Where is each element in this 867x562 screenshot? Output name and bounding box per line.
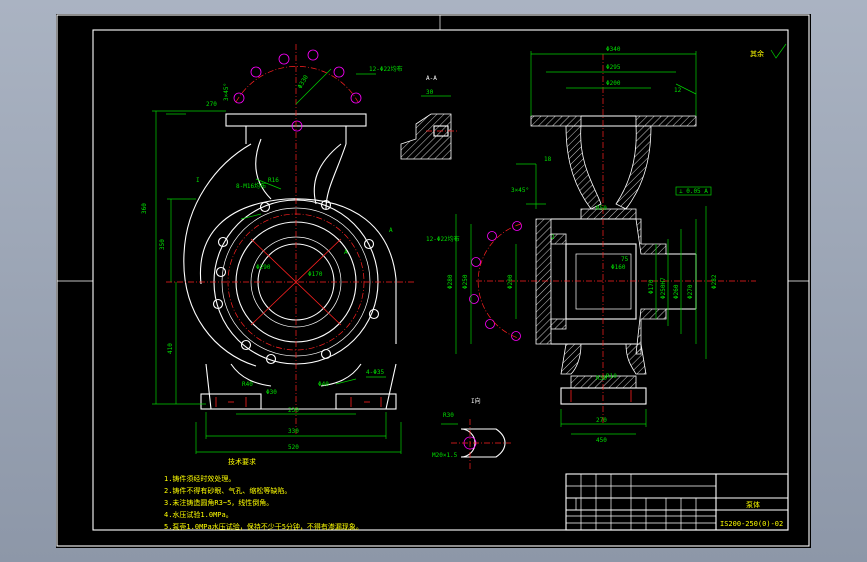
svg-text:3×45°: 3×45° — [511, 187, 529, 194]
technical-requirements: 技术要求 1.铸件须经时效处理。 2.铸件不得有砂眼、气孔、缩松等缺陷。 3.未… — [164, 457, 363, 531]
drawing-canvas[interactable]: 360 350 410 330 520 230 Φ330 12-Φ22均布 27… — [56, 14, 811, 548]
svg-text:R30: R30 — [596, 375, 607, 382]
svg-text:⊥ 0.05 A: ⊥ 0.05 A — [679, 188, 708, 195]
svg-text:75: 75 — [621, 256, 629, 263]
svg-text:8-M16均布: 8-M16均布 — [236, 182, 266, 190]
svg-text:R40: R40 — [242, 381, 253, 388]
svg-text:Φ270: Φ270 — [687, 284, 694, 299]
pump-body-drawing: 360 350 410 330 520 230 Φ330 12-Φ22均布 27… — [56, 14, 810, 547]
part-name: 泵体 — [746, 500, 760, 509]
svg-text:Φ200: Φ200 — [606, 80, 621, 87]
svg-text:270: 270 — [596, 417, 607, 424]
svg-text:R16: R16 — [268, 177, 279, 184]
section-a-a: A-A 30 — [400, 75, 458, 160]
note-4: 4.水压试验1.0MPa。 — [164, 510, 233, 519]
svg-text:450: 450 — [596, 437, 607, 444]
svg-text:R30: R30 — [443, 412, 454, 419]
svg-text:360: 360 — [141, 203, 148, 214]
svg-text:Φ200: Φ200 — [507, 274, 514, 289]
suction-bolt-holes — [469, 221, 522, 341]
svg-text:Φ290: Φ290 — [256, 264, 271, 271]
svg-text:M20×1.5: M20×1.5 — [432, 452, 458, 459]
svg-text:350: 350 — [159, 239, 166, 250]
svg-text:A: A — [389, 227, 393, 234]
svg-text:R10: R10 — [606, 373, 617, 380]
svg-text:12: 12 — [674, 87, 682, 94]
svg-text:410: 410 — [167, 343, 174, 354]
svg-text:R50: R50 — [596, 205, 607, 212]
svg-text:2: 2 — [551, 234, 555, 241]
svg-text:Φ295: Φ295 — [606, 64, 621, 71]
side-section-view: Φ340 Φ295 Φ200 Φ280 Φ250 Φ200 Φ170 Φ250H… — [426, 46, 756, 444]
svg-text:3×45°: 3×45° — [223, 83, 230, 101]
svg-text:A: A — [344, 249, 348, 256]
note-1: 1.铸件须经时效处理。 — [164, 474, 235, 483]
note-3: 3.未注铸造圆角R3~5，线性倒角。 — [164, 498, 273, 507]
svg-text:12-Φ22均布: 12-Φ22均布 — [426, 235, 460, 243]
note-5: 5.泵壳1.0MPa水压试验，保持不少于5分钟，不得有渗漏现象。 — [164, 522, 363, 531]
casing-bolt-holes — [212, 199, 380, 365]
tech-title: 技术要求 — [228, 457, 256, 466]
svg-text:Φ250H7: Φ250H7 — [660, 277, 667, 299]
svg-text:其余: 其余 — [750, 49, 764, 58]
svg-text:Φ30: Φ30 — [266, 389, 277, 396]
svg-text:520: 520 — [288, 444, 299, 451]
svg-text:Φ40: Φ40 — [318, 381, 329, 388]
view-i-label: I向 — [471, 397, 481, 405]
svg-text:12-Φ22均布: 12-Φ22均布 — [369, 65, 403, 73]
svg-text:Φ160: Φ160 — [611, 264, 626, 271]
svg-text:18: 18 — [544, 156, 552, 163]
note-2: 2.铸件不得有砂眼、气孔、缩松等缺陷。 — [164, 486, 291, 495]
svg-text:330: 330 — [288, 428, 299, 435]
svg-text:Φ280: Φ280 — [447, 274, 454, 289]
view-i-detail: I向 R30 M20×1.5 — [432, 397, 511, 469]
drawing-number: IS200-250(0)-02 — [720, 520, 783, 528]
outer-frame — [56, 14, 810, 547]
svg-text:Φ260: Φ260 — [673, 284, 680, 299]
svg-text:Φ340: Φ340 — [606, 46, 621, 53]
svg-text:30: 30 — [426, 89, 434, 96]
inner-frame — [92, 29, 789, 531]
svg-text:I: I — [196, 177, 200, 184]
svg-text:230: 230 — [288, 407, 299, 414]
front-view: 360 350 410 330 520 230 Φ330 12-Φ22均布 27… — [141, 44, 416, 454]
svg-text:Φ170: Φ170 — [648, 279, 655, 294]
svg-text:4-Φ35: 4-Φ35 — [366, 369, 384, 376]
svg-text:270: 270 — [206, 101, 217, 108]
discharge-bolt-holes — [233, 49, 362, 132]
section-a-a-label: A-A — [426, 75, 437, 82]
svg-text:Φ330: Φ330 — [297, 74, 310, 90]
svg-text:Φ170: Φ170 — [308, 271, 323, 278]
title-block: 泵体 IS200-250(0)-02 — [565, 473, 789, 531]
svg-text:Φ250: Φ250 — [462, 274, 469, 289]
svg-text:Φ282: Φ282 — [711, 274, 718, 289]
